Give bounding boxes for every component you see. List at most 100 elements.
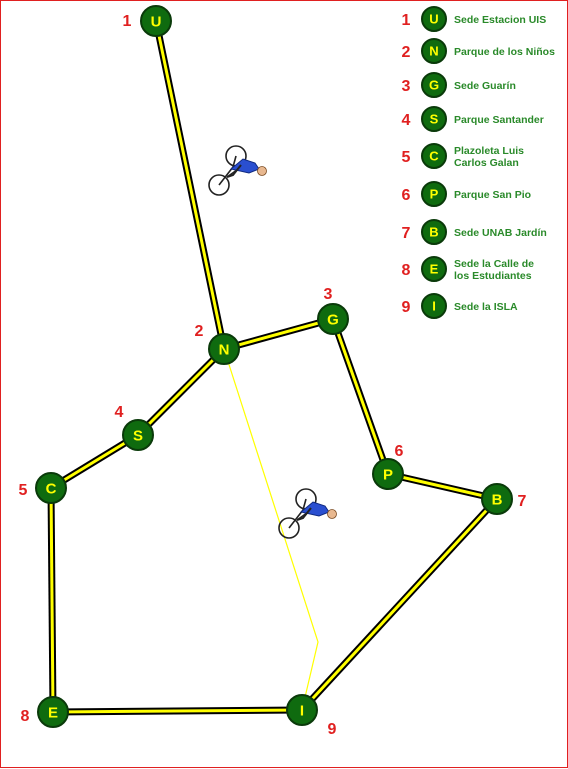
legend-item: 1 U Sede Estacion UIS	[402, 6, 546, 32]
road-segment-B-P	[387, 470, 498, 503]
station-node-I: I	[286, 694, 318, 726]
legend-item: 6 P Parque San Pio	[402, 181, 531, 207]
legend-item: 9 I Sede la ISLA	[402, 293, 518, 319]
station-circle	[317, 303, 349, 335]
legend-circle	[421, 38, 447, 64]
legend-letter: C	[429, 149, 439, 164]
station-circle	[37, 696, 69, 728]
legend-letter: E	[430, 262, 439, 277]
legend-item: 2 N Parque de los Niños	[402, 38, 555, 64]
legend-circle	[421, 143, 447, 169]
road-segment-C-E	[47, 487, 57, 713]
legend-label: Sede UNAB Jardín	[454, 227, 547, 239]
legend-number: 6	[402, 187, 411, 204]
station-circle	[35, 472, 67, 504]
station-node-P: P	[372, 458, 404, 490]
station-node-U: U	[140, 5, 172, 37]
station-node-S: S	[122, 419, 154, 451]
station-number: 9	[328, 721, 337, 738]
road-segment-S-C	[49, 432, 140, 491]
station-letter: E	[48, 705, 58, 722]
thin-path-line	[223, 348, 319, 711]
road-segment-E-I	[52, 706, 303, 716]
legend-circle	[421, 181, 447, 207]
legend-letter: N	[429, 44, 438, 59]
station-letter: B	[492, 492, 503, 509]
station-letter: N	[219, 342, 230, 359]
station-number: 2	[195, 323, 204, 340]
legend-number: 1	[402, 12, 411, 29]
legend-number: 8	[402, 262, 411, 279]
thin-path	[223, 348, 319, 711]
legend-letter: I	[432, 299, 436, 314]
station-number: 5	[19, 482, 28, 499]
legend-circle	[421, 106, 447, 132]
station-letter: S	[133, 428, 143, 445]
station-letter: P	[383, 467, 393, 484]
legend: 1 U Sede Estacion UIS 2 N Parque de los Niños…	[402, 6, 555, 319]
station-node-C: C	[35, 472, 67, 504]
station-number: 7	[518, 493, 527, 510]
station-letter: U	[151, 14, 162, 31]
station-circle	[372, 458, 404, 490]
legend-letter: P	[430, 187, 439, 202]
station-number: 6	[395, 443, 404, 460]
legend-number: 5	[402, 149, 411, 166]
legend-number: 2	[402, 44, 411, 61]
station-number: 1	[123, 13, 132, 30]
station-node-G: G	[317, 303, 349, 335]
legend-number: 9	[402, 299, 411, 316]
legend-label: Parque de los Niños	[454, 46, 555, 58]
legend-item: 7 B Sede UNAB Jardín	[402, 219, 547, 245]
legend-label: Parque San Pio	[454, 189, 531, 201]
legend-number: 4	[402, 112, 411, 129]
legend-label: Sede la ISLA	[454, 301, 518, 313]
station-number: 4	[115, 404, 124, 421]
legend-letter: B	[429, 225, 438, 240]
road-segment-I-B	[299, 496, 500, 713]
station-circle	[140, 5, 172, 37]
legend-circle	[421, 219, 447, 245]
cyclist-icon	[278, 488, 337, 539]
cyclists	[208, 145, 337, 539]
road-segment-N-S	[135, 346, 227, 438]
legend-label: Parque Santander	[454, 114, 544, 126]
road-segment-N-G	[223, 315, 334, 353]
legend-letter: G	[429, 78, 439, 93]
roads	[47, 20, 500, 716]
legend-number: 7	[402, 225, 411, 242]
road-segment-U-N	[152, 20, 228, 350]
station-letter: G	[327, 312, 339, 329]
legend-number: 3	[402, 78, 411, 95]
station-number: 8	[21, 708, 30, 725]
legend-letter: S	[430, 112, 439, 127]
legend-circle	[421, 72, 447, 98]
cyclist-icon	[208, 145, 267, 196]
legend-item: 4 S Parque Santander	[402, 106, 544, 132]
legend-item: 3 G Sede Guarín	[402, 72, 516, 98]
station-node-N: N	[208, 333, 240, 365]
legend-circle	[421, 6, 447, 32]
legend-label: Sede Guarín	[454, 80, 516, 92]
station-circle	[481, 483, 513, 515]
station-circle	[208, 333, 240, 365]
station-circle	[122, 419, 154, 451]
station-number: 3	[324, 286, 333, 303]
legend-letter: U	[429, 12, 438, 27]
station-node-E: E	[37, 696, 69, 728]
station-letter: C	[46, 481, 57, 498]
station-node-B: B	[481, 483, 513, 515]
station-circle	[286, 694, 318, 726]
road-segment-P-G	[329, 317, 392, 476]
station-letter: I	[300, 703, 304, 720]
legend-circle	[421, 293, 447, 319]
legend-label: Sede Estacion UIS	[454, 14, 546, 26]
legend-circle	[421, 256, 447, 282]
